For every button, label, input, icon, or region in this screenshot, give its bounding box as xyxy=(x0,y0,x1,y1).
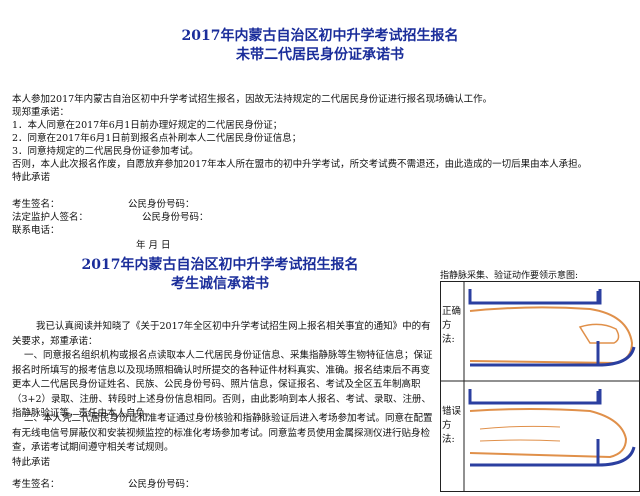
doc2-sign-id: 公民身份号码： xyxy=(128,479,195,490)
doc1-intro: 本人参加2017年内蒙古自治区初中升学考试招生报名，因故无法持规定的二代居民身份… xyxy=(12,94,493,105)
doc2-item-1: 一、同意报名组织机构或报名点读取本人二代居民身份证信息、采集指静脉等生物特征信息… xyxy=(12,350,433,420)
finger-vein-illustration xyxy=(440,281,640,492)
doc2-title-line2: 考生诚信承诺书 xyxy=(171,276,269,292)
doc2-intro: 我已认真阅读并知晓了《关于2017年全区初中升学考试招生网上报名相关事宜的通知》… xyxy=(12,321,431,347)
doc1-title-line1: 2017年内蒙古自治区初中升学考试招生报名 xyxy=(181,28,459,44)
doc1-special: 特此承诺 xyxy=(12,172,51,183)
wrong-method-label: 错误方法: xyxy=(442,406,462,445)
doc1-sign-student: 考生签名： xyxy=(12,199,60,210)
doc2-sign-student: 考生签名： xyxy=(12,479,60,490)
wrong-method-figure xyxy=(468,389,636,467)
correct-method-figure xyxy=(468,289,636,367)
doc1-sign-guardian: 法定监护人签名： xyxy=(12,212,89,223)
doc1-otherwise: 否则，本人此次报名作废，自愿放弃参加2017年本人所在盟市的初中升学考试，所交考… xyxy=(12,159,588,170)
doc1-sign-id: 公民身份号码： xyxy=(128,199,195,210)
doc1-title-line2: 未带二代居民身份证承诺书 xyxy=(236,47,404,63)
doc1-item-1: 1．本人同意在2017年6月1日前办理好规定的二代居民身份证； xyxy=(12,120,283,131)
doc2-special: 特此承诺 xyxy=(12,457,51,468)
doc2-title-line1: 2017年内蒙古自治区初中升学考试招生报名 xyxy=(81,257,359,273)
doc1-item-2: 2．同意在2017年6月1日前到报名点补刷本人二代居民身份证信息； xyxy=(12,133,302,144)
doc1-sign-guardian-id: 公民身份号码： xyxy=(142,212,209,223)
diagram-caption: 指静脉采集、验证动作要领示意图: xyxy=(440,271,579,281)
doc1-phone: 联系电话： xyxy=(12,225,60,236)
doc1-date: 年 月 日 xyxy=(136,240,171,251)
doc1-now-promise: 现郑重承诺： xyxy=(12,107,70,118)
doc2-item-2: 二、本人凭二代居民身份证和准考证通过身份核验和指静脉验证后进入考场参加考试。同意… xyxy=(12,413,433,454)
finger-vein-diagram: 正确方法: 错误方法: xyxy=(440,281,640,492)
correct-method-label: 正确方法: xyxy=(442,306,462,345)
doc1-item-3: 3．同意持规定的二代居民身份证参加考试。 xyxy=(12,146,199,157)
